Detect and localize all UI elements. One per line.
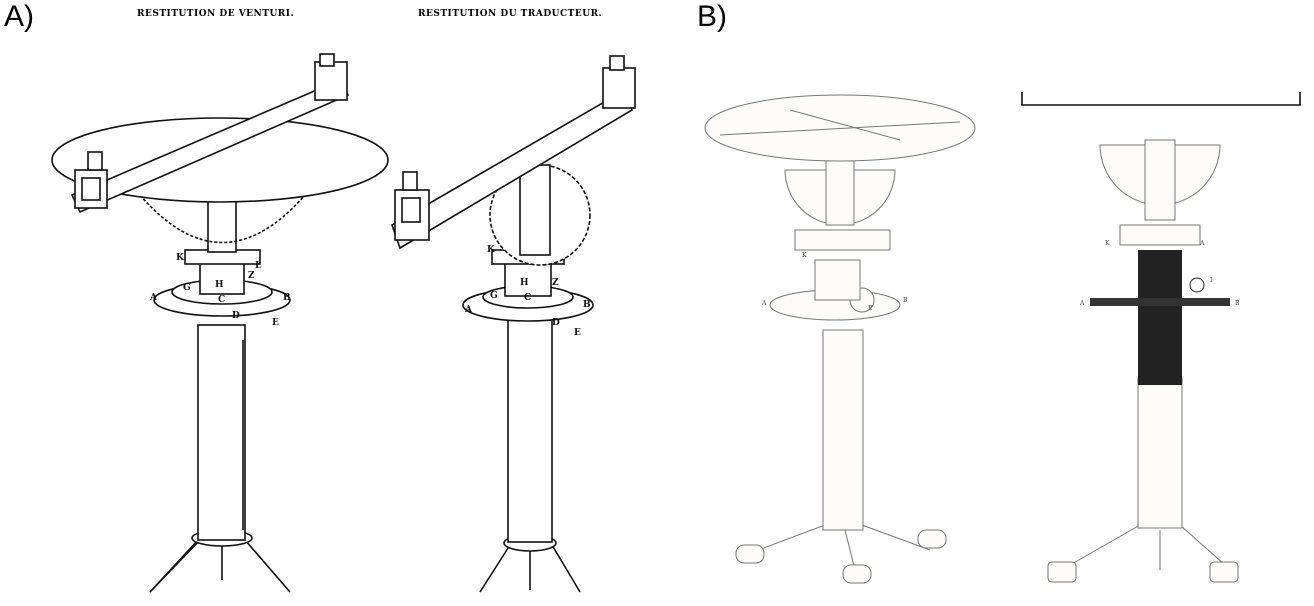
letter-g: G xyxy=(183,283,191,293)
letter-d: D xyxy=(232,311,240,321)
letter-k: K xyxy=(487,245,496,255)
letter-d: D xyxy=(552,318,560,328)
letter-e: E xyxy=(868,305,872,312)
letter-k: K xyxy=(1105,240,1110,247)
letter-z: Z xyxy=(248,271,255,281)
letter-b: B xyxy=(283,293,291,303)
letter-a: A xyxy=(464,305,473,315)
letter-l: L xyxy=(255,261,262,271)
letter-e: E xyxy=(272,318,279,328)
caption-venturi: RESTITUTION DE VENTURI. xyxy=(137,9,295,19)
letter-a: A xyxy=(149,293,158,303)
letter-k: K xyxy=(176,253,185,263)
letter-a: A xyxy=(761,300,767,307)
panel-a-label: A) xyxy=(4,0,34,33)
letter-c: C xyxy=(218,295,225,305)
letter-g: G xyxy=(490,291,498,301)
letter-c: C xyxy=(524,293,531,303)
panel-b-label: B) xyxy=(697,0,727,33)
letter-a-2: A xyxy=(1079,300,1085,307)
section-instrument-drawing: K A A B I xyxy=(1021,92,1301,583)
engraving-instrument-drawing: A B K E xyxy=(704,94,976,584)
letter-a: A xyxy=(1199,240,1205,247)
caption-traducteur: RESTITUTION DU TRADUCTEUR. xyxy=(418,9,603,19)
letter-h: H xyxy=(215,280,224,290)
letter-e: E xyxy=(574,328,581,338)
traducteur-instrument-drawing: K H C G Z A B D E xyxy=(391,55,636,593)
letter-h: H xyxy=(520,278,529,288)
letter-b: B xyxy=(583,300,591,310)
letter-b: B xyxy=(903,297,908,304)
letter-i: I xyxy=(1210,277,1213,284)
venturi-instrument-drawing: K L H C G Z A B D E xyxy=(51,53,389,593)
letter-z: Z xyxy=(552,278,559,288)
letter-b: B xyxy=(1235,300,1240,307)
letter-k: K xyxy=(802,252,807,259)
